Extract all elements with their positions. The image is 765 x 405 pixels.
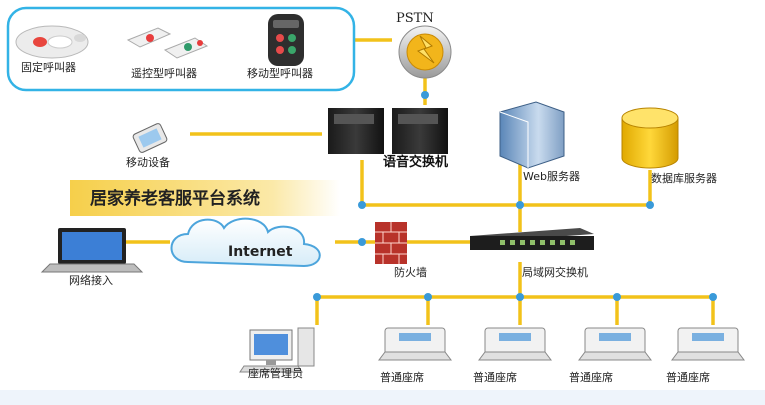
voice-switch-label: 语音交换机 [383, 154, 448, 170]
mobile-caller-label: 移动型呼叫器 [247, 66, 313, 80]
database-icon [621, 107, 679, 169]
seat-label-3: 普通座席 [569, 370, 613, 384]
internet-cloud-icon [170, 217, 321, 268]
admin-pc-icon [239, 327, 315, 373]
mobile-caller-icon [268, 14, 304, 66]
firewall-label: 防火墙 [394, 265, 427, 279]
caller-devices-group: 固定呼叫器 遥控型呼叫器 移动型呼叫器 [6, 6, 356, 92]
fixed-caller-label: 固定呼叫器 [21, 60, 76, 74]
seat-label-1: 普通座席 [380, 370, 424, 384]
seat-3 [578, 327, 652, 361]
platform-banner: 居家养老客服平台系统 [70, 180, 340, 216]
firewall-icon [375, 222, 407, 264]
seat-label-4: 普通座席 [666, 370, 710, 384]
pstn-icon [398, 25, 452, 79]
seat-label-2: 普通座席 [473, 370, 517, 384]
db-server-label: 数据库服务器 [651, 171, 717, 185]
seat-4 [671, 327, 745, 361]
web-server-icon [499, 101, 565, 169]
voice-switch-icon [328, 108, 448, 154]
platform-banner-text: 居家养老客服平台系统 [90, 188, 260, 209]
internet-label: Internet [228, 244, 293, 260]
remote-caller-label: 遥控型呼叫器 [131, 66, 197, 80]
web-server-label: Web服务器 [523, 170, 580, 183]
mobile-device-icon [132, 123, 168, 153]
junction-dots [313, 91, 717, 301]
seat-2 [478, 327, 552, 361]
network-access-label: 网络接入 [69, 273, 113, 287]
seat-admin-label: 座席管理员 [248, 366, 303, 380]
lan-switch-icon [470, 228, 594, 250]
seat-1 [378, 327, 452, 361]
mobile-device-label: 移动设备 [126, 155, 170, 169]
bottom-strip [0, 390, 765, 405]
laptop-icon [40, 228, 144, 273]
pstn-label: PSTN [396, 11, 434, 26]
remote-caller-icon [126, 27, 209, 59]
lan-switch-label: 局域网交换机 [522, 265, 588, 279]
connection-lines [125, 38, 715, 325]
fixed-caller-icon [15, 25, 89, 59]
